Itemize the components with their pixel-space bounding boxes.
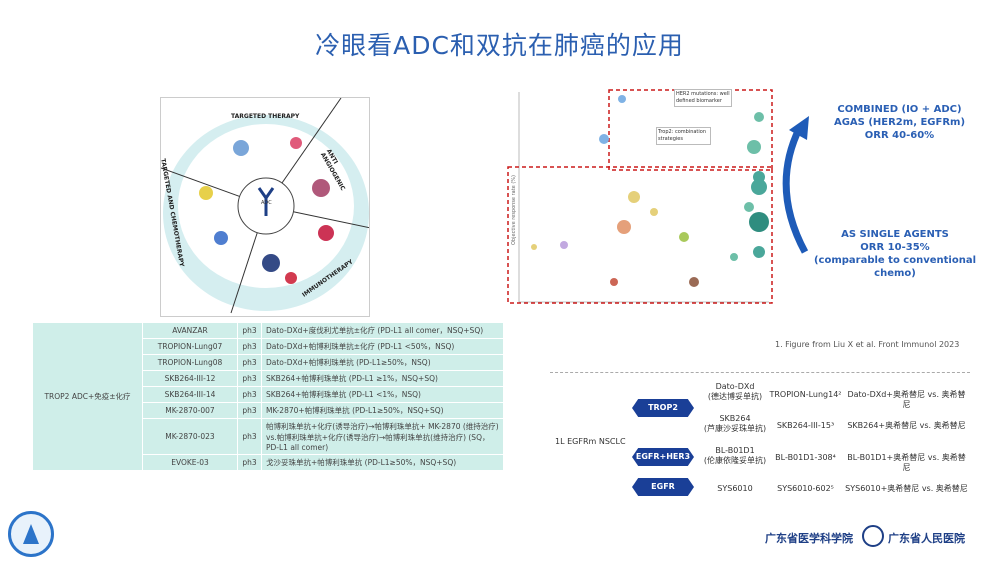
hospital-emblem-icon: [8, 511, 54, 557]
single-line-3: (comparable to conventional chemo): [813, 255, 977, 279]
divider: [550, 372, 970, 373]
table-row: TROP2 ADC+免疫±化疗 AVANZAR ph3 Dato-DXd+度伐利…: [32, 322, 504, 471]
trial-phase: ph3: [237, 354, 262, 371]
drug-name: SKB264 (芦康沙妥珠单抗): [700, 414, 770, 434]
drug-name-cn: (芦康沙妥珠单抗): [703, 424, 767, 433]
center-label: ADC: [261, 200, 272, 206]
trial-name: TROPION-Lung07: [142, 338, 238, 355]
page-title: 冷眼看ADC和双抗在肺癌的应用: [315, 31, 684, 60]
callout-trop2: Trop2: combination strategies: [656, 127, 711, 145]
trop2-trial-table: TROP2 ADC+免疫±化疗 AVANZAR ph3 Dato-DXd+度伐利…: [32, 322, 504, 471]
target-pill-trop2: TROP2: [632, 399, 694, 417]
emblem-shape: [23, 524, 39, 544]
single-line-1: AS SINGLE AGENTS: [841, 229, 949, 240]
arm-comparison: BL-B01D1+奥希替尼 vs. 奥希替尼: [847, 453, 966, 472]
trial-id: BL-B01D1-308⁴: [775, 453, 836, 462]
drug-name-line: BL-B01D1: [715, 446, 755, 455]
single-line-2: ORR 10-35%: [860, 242, 930, 253]
trial-id: TROPION-Lung14²: [769, 390, 842, 399]
single-agent-block: AS SINGLE AGENTS ORR 10-35% (comparable …: [800, 228, 990, 280]
scatter-ylabel: Objective response rate (%): [511, 175, 517, 245]
trial-name: SKB264-III-14: [142, 386, 238, 403]
academy-logo: 广东省医学科学院: [765, 532, 853, 545]
combined-block: COMBINED (IO + ADC) AGAS (HER2m, EGFRm) …: [812, 103, 987, 142]
target-pill-egfr: EGFR: [632, 478, 694, 496]
figure-caption: 1. Figure from Liu X et al. Front Immuno…: [775, 340, 960, 349]
trial-phase: ph3: [237, 322, 262, 339]
arm-comparison: SKB264+奥希替尼 vs. 奥希替尼: [847, 421, 966, 430]
drug-name: SYS6010: [700, 484, 770, 494]
trial-regimen: Dato-DXd+度伐利尤单抗±化疗 (PD-L1 all comer，NSQ+…: [261, 322, 504, 339]
trial-name: SKB264-III-12: [142, 370, 238, 387]
row-label: 1L EGFRm NSCLC: [555, 437, 626, 446]
drug-name-cn: (德达博妥单抗): [707, 392, 763, 401]
trial-phase: ph3: [237, 402, 262, 419]
trial-regimen: Dato-DXd+帕博利珠单抗 (PD-L1≥50%，NSQ): [261, 354, 504, 371]
combined-line-2: AGAS (HER2m, EGFRm): [833, 117, 966, 128]
arm-comparison: SYS6010+奥希替尼 vs. 奥希替尼: [845, 484, 968, 493]
table-row: TROPION-Lung08 ph3 Dato-DXd+帕博利珠单抗 (PD-L…: [33, 354, 504, 371]
trial-phase: ph3: [237, 386, 262, 403]
table-row: MK-2870-023 ph3 帕博利珠单抗+化疗(诱导治疗)→帕博利珠单抗+ …: [33, 418, 504, 455]
table-row: EVOKE-03 ph3 戈沙妥珠单抗+帕博利珠单抗 (PD-L1≥50%，NS…: [33, 454, 504, 471]
trial-id: SYS6010-602⁵: [777, 484, 834, 493]
trial-regimen: SKB264+帕博利珠单抗 (PD-L1 <1%，NSQ): [261, 386, 504, 403]
adc-mechanism-diagram: [161, 98, 369, 314]
trial-regimen: SKB264+帕博利珠单抗 (PD-L1 ≥1%，NSQ+SQ): [261, 370, 504, 387]
hospital-logo: 广东省人民医院: [888, 532, 965, 545]
trial-phase: ph3: [237, 454, 262, 471]
trial-name: AVANZAR: [142, 322, 238, 339]
trial-name: TROPION-Lung08: [142, 354, 238, 371]
hospital-seal-icon: [862, 525, 884, 547]
trial-regimen: 帕博利珠单抗+化疗(诱导治疗)→帕博利珠单抗+ MK-2870 (维持治疗) v…: [261, 418, 504, 455]
arm-comparison: Dato-DXd+奥希替尼 vs. 奥希替尼: [847, 390, 966, 409]
drug-name: Dato-DXd (德达博妥单抗): [700, 382, 770, 402]
drug-name: BL-B01D1 (伦康依隆妥单抗): [700, 446, 770, 466]
callout-her2: HER2 mutations: well defined biomarker: [674, 89, 732, 107]
drug-name-cn: (伦康依隆妥单抗): [703, 456, 767, 465]
group-label: TROP2 ADC+免疫±化疗: [32, 322, 143, 471]
trial-phase: ph3: [237, 418, 262, 455]
trial-name: MK-2870-007: [142, 402, 238, 419]
drug-name-line: SKB264: [719, 414, 751, 423]
trial-name: EVOKE-03: [142, 454, 238, 471]
trial-phase: ph3: [237, 370, 262, 387]
trial-id: SKB264-III-15³: [776, 421, 835, 430]
orr-scatter-figure: HER2 mutations: well defined biomarker T…: [504, 87, 774, 325]
segment-label-targeted: TARGETED THERAPY: [231, 113, 300, 120]
trial-regimen: 戈沙妥珠单抗+帕博利珠单抗 (PD-L1≥50%，NSQ+SQ): [261, 454, 504, 471]
combined-line-3: ORR 40-60%: [864, 130, 935, 141]
table-row: MK-2870-007 ph3 MK-2870+帕博利珠单抗 (PD-L1≥50…: [33, 402, 504, 419]
trial-name: MK-2870-023: [142, 418, 238, 455]
trial-regimen: MK-2870+帕博利珠单抗 (PD-L1≥50%，NSQ+SQ): [261, 402, 504, 419]
adc-mechanism-figure: ADC TARGETED THERAPY ANTI ANGIOGENIC IMM…: [160, 97, 370, 317]
drug-name-line: Dato-DXd: [715, 382, 755, 391]
target-pill-egfr-her3: EGFR+HER3: [632, 448, 694, 466]
trial-phase: ph3: [237, 338, 262, 355]
combined-line-1: COMBINED (IO + ADC): [837, 104, 962, 115]
drug-name-line: SYS6010: [717, 484, 753, 493]
curved-arrow-icon: [782, 116, 809, 254]
trial-regimen: Dato-DXd+帕博利珠单抗±化疗 (PD-L1 <50%，NSQ): [261, 338, 504, 355]
orr-scatter-plot: [507, 89, 773, 304]
